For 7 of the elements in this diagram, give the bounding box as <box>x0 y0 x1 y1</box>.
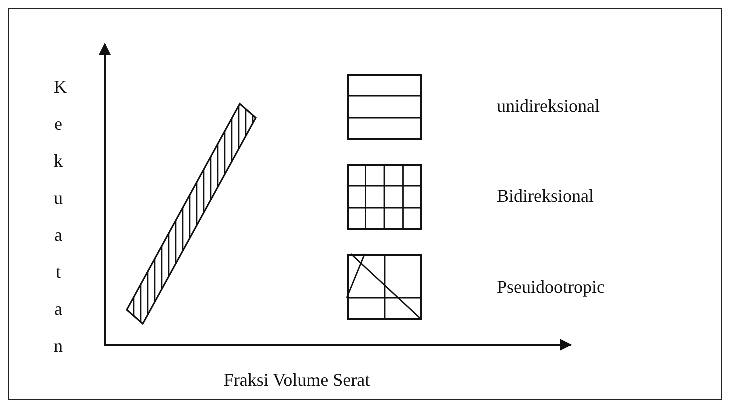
pattern-label: Bidireksional <box>497 187 594 205</box>
pattern-label: Pseuidootropic <box>497 278 605 296</box>
fiber-pattern-box <box>347 164 422 230</box>
pattern-label: unidireksional <box>497 97 600 115</box>
x-axis-label: Fraksi Volume Serat <box>224 371 370 389</box>
fiber-pattern-box <box>347 74 422 140</box>
fiber-pattern-box <box>347 254 422 320</box>
